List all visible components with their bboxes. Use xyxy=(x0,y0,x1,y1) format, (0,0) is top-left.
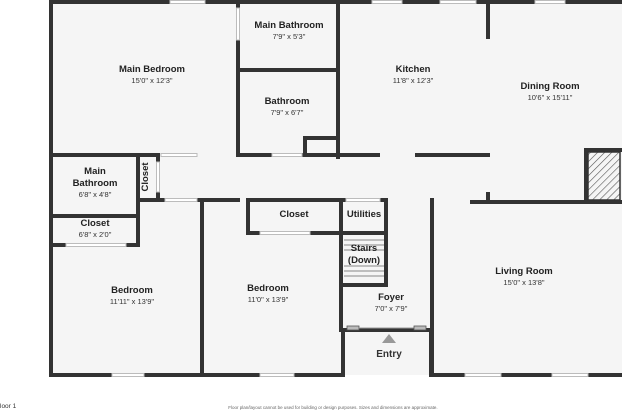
room-dimensions: 7'0" x 7'9" xyxy=(375,304,408,313)
room-main-bedroom: Main Bedroom 15'0" x 12'3" xyxy=(119,64,185,85)
room-closet-left: Closet 6'8" x 2'0" xyxy=(79,218,112,239)
room-name: Main xyxy=(84,166,106,177)
room-name: Living Room xyxy=(495,266,553,277)
fireplace-block xyxy=(587,151,621,201)
room-name: Bedroom xyxy=(247,283,289,294)
disclaimer-text: Floor plan/layout cannot be used for bui… xyxy=(228,405,437,410)
entry-arrow-icon xyxy=(382,334,396,343)
room-name: Bathroom xyxy=(73,178,118,189)
front-door[interactable] xyxy=(346,325,427,331)
floor-label: loor 1 xyxy=(0,403,17,410)
room-dimensions: 15'0" x 13'8" xyxy=(503,278,544,287)
room-bedroom-center: Bedroom 11'0" x 13'9" xyxy=(247,283,289,304)
room-dimensions: 6'8" x 4'8" xyxy=(79,190,112,199)
room-closet-center: Closet xyxy=(279,209,309,220)
room-kitchen: Kitchen 11'8" x 12'3" xyxy=(393,64,434,85)
room-living-room: Living Room 15'0" x 13'8" xyxy=(495,266,553,287)
stairs-steps xyxy=(344,239,384,277)
room-name: Main Bathroom xyxy=(254,20,323,31)
room-dimensions: 11'8" x 12'3" xyxy=(393,76,434,85)
room-dining-room: Dining Room 10'6" x 15'11" xyxy=(520,81,579,102)
room-dimensions: 7'9" x 5'3" xyxy=(273,32,306,41)
room-bathroom: Bathroom 7'9" x 6'7" xyxy=(265,96,310,117)
room-dimensions: 7'9" x 6'7" xyxy=(271,108,304,117)
room-bedroom-left: Bedroom 11'11" x 13'9" xyxy=(110,285,155,306)
room-dimensions: 6'8" x 2'0" xyxy=(79,230,112,239)
room-main-bathroom-top: Main Bathroom 7'9" x 5'3" xyxy=(254,20,323,41)
room-dimensions: 11'11" x 13'9" xyxy=(110,297,155,306)
room-dimensions: 11'0" x 13'9" xyxy=(248,295,289,304)
room-name: Dining Room xyxy=(520,81,579,92)
room-name: Bedroom xyxy=(111,285,153,296)
room-main-bathroom-left: Main Bathroom 6'8" x 4'8" xyxy=(73,166,118,199)
room-name: (Down) xyxy=(348,255,380,266)
room-dimensions: 10'6" x 15'11" xyxy=(528,93,573,102)
room-dimensions: 15'0" x 12'3" xyxy=(131,76,172,85)
room-name: Foyer xyxy=(378,292,404,303)
room-name: Stairs xyxy=(351,243,377,254)
room-name: Main Bedroom xyxy=(119,64,185,75)
room-name: Bathroom xyxy=(265,96,310,107)
windows xyxy=(65,0,589,377)
room-closet-vertical: Closet xyxy=(140,162,151,192)
entry-label: Entry xyxy=(376,349,402,360)
room-foyer: Foyer 7'0" x 7'9" xyxy=(375,292,408,313)
room-utilities: Utilities xyxy=(347,209,381,220)
room-stairs: Stairs (Down) xyxy=(348,243,380,266)
room-name: Closet xyxy=(80,218,110,229)
room-name: Kitchen xyxy=(396,64,431,75)
